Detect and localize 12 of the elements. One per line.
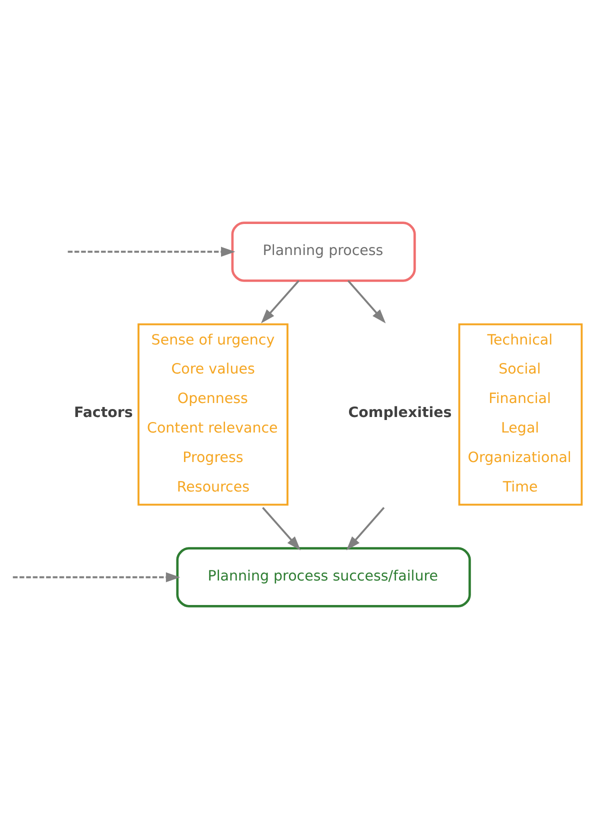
node-box: Technical Social Financial Legal Organizational Time bbox=[458, 323, 583, 506]
node-box: Planning process bbox=[231, 222, 416, 282]
node-box: Sense of urgency Core values Openness Content relevance Progress Resources bbox=[138, 323, 288, 506]
arrow bbox=[347, 280, 386, 324]
arrow bbox=[68, 246, 236, 257]
node-box: Planning process success/failure bbox=[176, 547, 471, 608]
arrow bbox=[12, 572, 180, 582]
arrow bbox=[260, 280, 300, 324]
arrow bbox=[346, 507, 385, 550]
node-label: Complexities bbox=[348, 404, 452, 421]
arrow bbox=[262, 507, 301, 550]
node-label: Factors bbox=[74, 404, 133, 421]
